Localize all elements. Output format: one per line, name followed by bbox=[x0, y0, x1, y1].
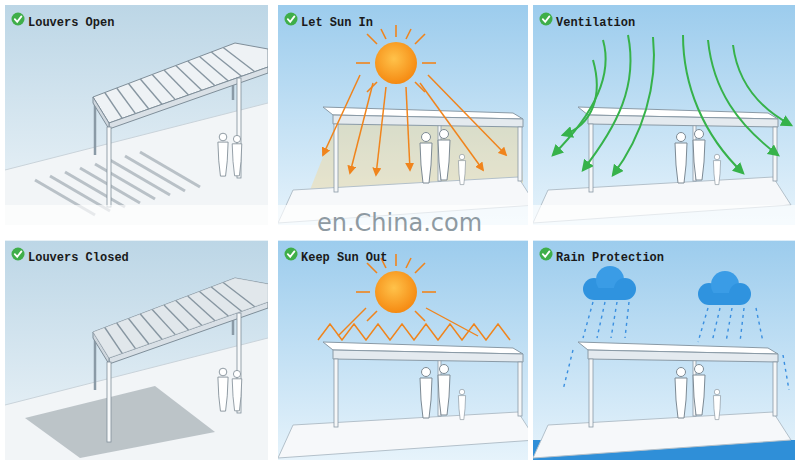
feature-panel: Let Sun In bbox=[278, 5, 528, 225]
feature-panel: Keep Sun Out bbox=[278, 240, 528, 460]
panel-title: Let Sun In bbox=[301, 16, 373, 30]
watermark: en.China.com bbox=[317, 209, 482, 237]
feature-panel: Louvers Open bbox=[5, 5, 268, 225]
panel-title: Ventilation bbox=[556, 16, 635, 30]
watermark-holder: en.China.com bbox=[317, 209, 482, 237]
feature-panel: Louvers Closed bbox=[5, 240, 268, 460]
panel-title: Keep Sun Out bbox=[301, 251, 387, 265]
panel-title: Louvers Closed bbox=[28, 251, 129, 265]
feature-panel: Rain Protection bbox=[533, 240, 795, 460]
feature-panel: Ventilation bbox=[533, 5, 795, 225]
panel-title: Rain Protection bbox=[556, 251, 664, 265]
panel-title: Louvers Open bbox=[28, 16, 114, 30]
